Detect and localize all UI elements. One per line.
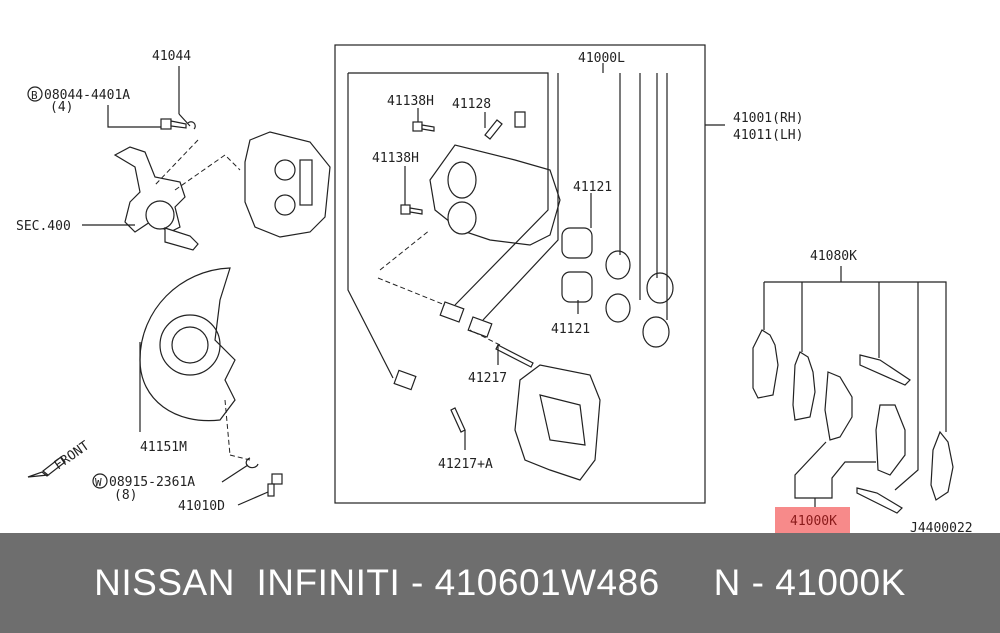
washer-w-mark-icon xyxy=(92,473,108,489)
label-41044: 41044 xyxy=(152,49,191,64)
label-41217: 41217 xyxy=(468,371,507,386)
part-number-banner: NISSAN INFINITI - 410601W486 N - 41000K xyxy=(0,533,1000,633)
label-41011-lh: 41011(LH) xyxy=(733,128,803,143)
label-41217a: 41217+A xyxy=(438,457,493,472)
bolt-b-mark-icon xyxy=(27,86,43,102)
dust-shield-part xyxy=(139,267,236,422)
label-41138h-top: 41138H xyxy=(387,94,434,109)
label-sec400: SEC.400 xyxy=(16,219,71,234)
label-41000k: 41000K xyxy=(790,514,837,529)
part-number-text: NISSAN INFINITI - 410601W486 N - 41000K xyxy=(94,562,906,603)
highlighted-part-box xyxy=(775,507,850,533)
caliper-body-left xyxy=(244,131,331,238)
label-08915-2361a: 08915-2361A xyxy=(109,475,195,490)
knuckle-part xyxy=(113,146,199,251)
washer-w-mark: W xyxy=(95,476,102,489)
label-41128: 41128 xyxy=(452,97,491,112)
label-41080k: 41080K xyxy=(810,249,857,264)
label-41000l: 41000L xyxy=(578,51,625,66)
label-41010d: 41010D xyxy=(178,499,225,514)
label-41138h-bottom: 41138H xyxy=(372,151,419,166)
label-41001-rh: 41001(RH) xyxy=(733,111,803,126)
diagram-canvas: FRONT xyxy=(16,44,973,533)
bolt-b-mark: B xyxy=(31,89,38,102)
caliper-assembly-box xyxy=(334,44,706,504)
pin-part xyxy=(393,301,534,433)
label-08044-4401a: 08044-4401A xyxy=(44,88,130,103)
bracket-part xyxy=(514,364,601,481)
front-label: FRONT xyxy=(52,438,93,473)
label-bolt-qty: (4) xyxy=(50,100,73,115)
label-41121-bottom: 41121 xyxy=(551,322,590,337)
front-arrow-icon xyxy=(27,456,66,478)
brake-pad-parts xyxy=(752,329,954,514)
label-41121-top: 41121 xyxy=(573,180,612,195)
piston-part xyxy=(561,227,593,303)
seal-part xyxy=(605,250,674,348)
bolt-part xyxy=(160,118,196,130)
label-41151m: 41151M xyxy=(140,440,187,455)
caliper-body-main xyxy=(429,144,561,246)
bolt-41010d xyxy=(267,473,283,497)
label-washer-qty: (8) xyxy=(114,488,137,503)
diagram-code: J4400022 xyxy=(910,521,973,533)
